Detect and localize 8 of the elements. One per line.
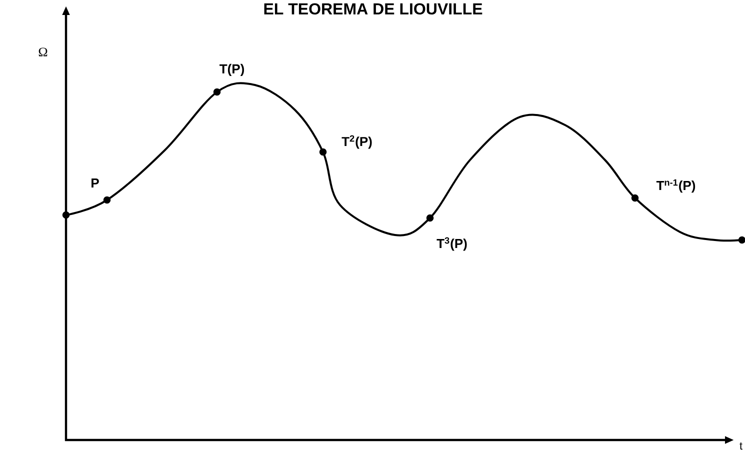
axis-label: t: [740, 442, 742, 450]
point-label: T$^{2}$(P): [342, 135, 372, 149]
axis-label: Ω: [38, 48, 48, 56]
point-label: T$^{n-1}$(P): [656, 179, 696, 193]
title: EL TEOREMA DE LIOUVILLE: [264, 3, 482, 15]
point-label: T(P): [220, 64, 244, 76]
point-label: T$^{3}$(P): [436, 237, 467, 251]
point-label: P: [92, 178, 99, 188]
